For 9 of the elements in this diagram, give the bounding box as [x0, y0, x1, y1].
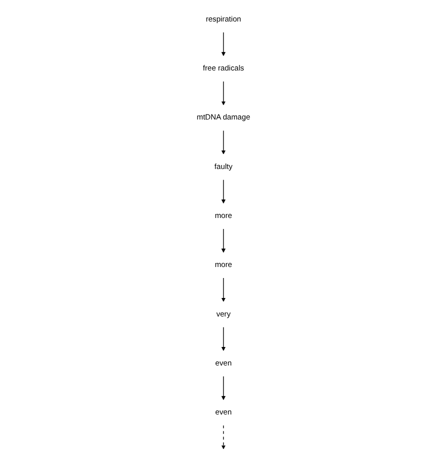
arrow [220, 130, 226, 154]
arrow [220, 326, 226, 351]
arrow [220, 32, 226, 56]
arrow [220, 376, 226, 400]
arrow [220, 228, 226, 253]
arrow [220, 425, 226, 450]
arrow [220, 81, 226, 106]
arrow [220, 179, 226, 204]
arrow [220, 278, 226, 302]
